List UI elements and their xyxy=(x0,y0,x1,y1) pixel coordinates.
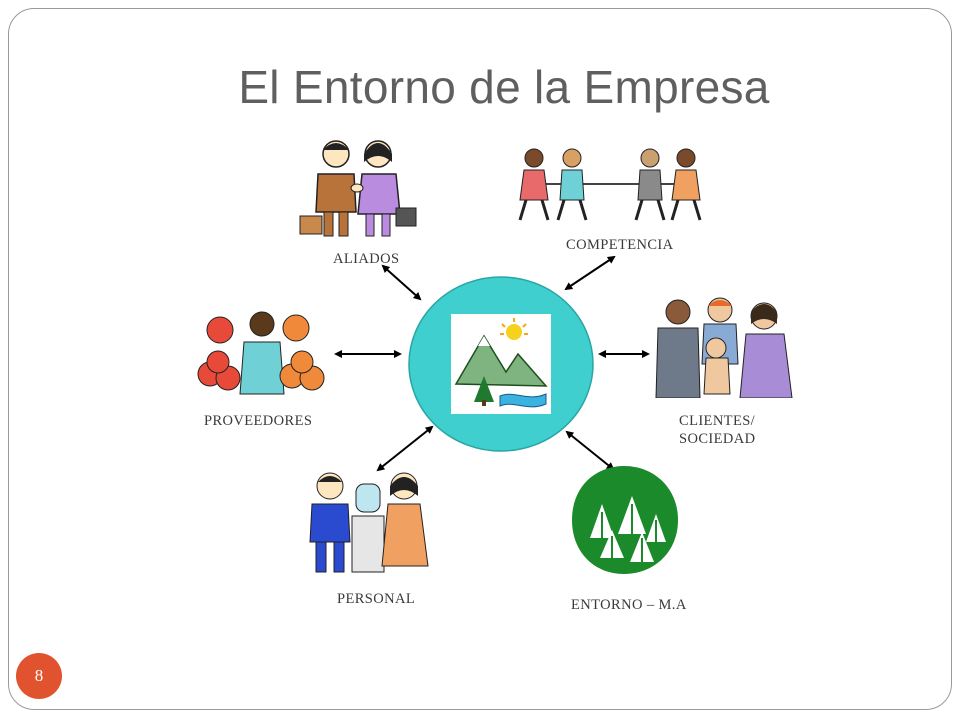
arrow-personal xyxy=(376,425,434,472)
handshake-people-icon xyxy=(299,140,417,237)
arrow-competencia xyxy=(564,255,616,291)
hub-circle xyxy=(408,276,594,452)
fruit-vendor-icon xyxy=(197,311,325,395)
water-cooler-icon xyxy=(309,472,429,573)
arrow-entorno xyxy=(565,430,615,471)
slide-title: El Entorno de la Empresa xyxy=(238,61,770,113)
arrow-aliados xyxy=(381,264,422,301)
label-personal: PERSONAL xyxy=(337,591,416,607)
slide-frame xyxy=(8,8,952,710)
label-competencia: COMPETENCIA xyxy=(566,237,674,253)
family-group-icon xyxy=(655,297,793,398)
label-proveedores: PROVEEDORES xyxy=(204,413,313,429)
label-aliados: ALIADOS xyxy=(333,251,400,267)
label-entorno: ENTORNO – M.A xyxy=(571,597,687,613)
label-clientes: CLIENTES/ SOCIEDAD xyxy=(679,413,756,447)
mountain-landscape-icon xyxy=(451,314,551,414)
tug-of-war-icon xyxy=(518,148,702,221)
page-number-badge: 8 xyxy=(16,653,62,699)
forest-icon xyxy=(572,466,678,574)
